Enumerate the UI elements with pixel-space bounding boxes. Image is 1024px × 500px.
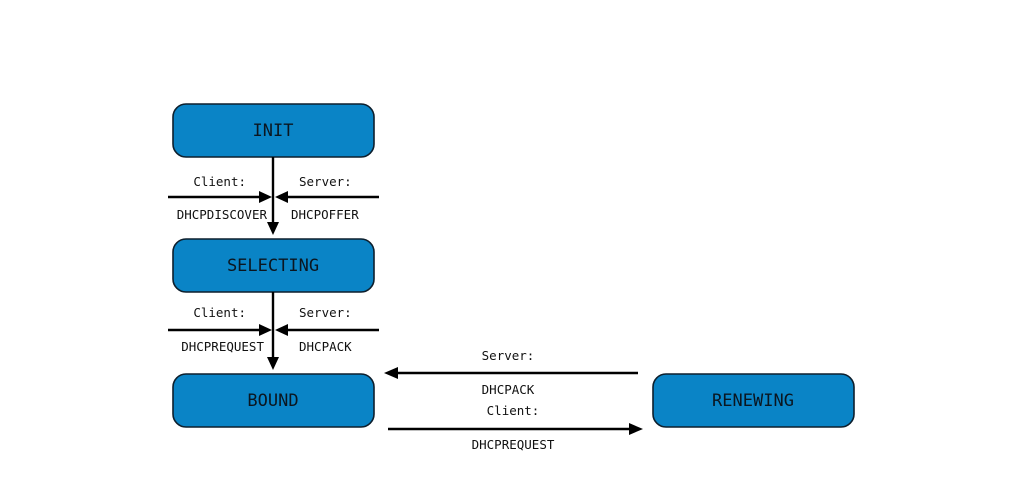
- state-renewing: RENEWING: [652, 373, 855, 428]
- arrowhead-bound-to-renewing: [629, 423, 643, 435]
- state-init-label: INIT: [253, 121, 294, 141]
- server-message-label: DHCPACK: [299, 339, 352, 354]
- transition-bound-to-renewing: Client: DHCPREQUEST: [388, 403, 643, 452]
- transition-renewing-to-bound: Server: DHCPACK: [384, 348, 638, 397]
- arrowhead-init-to-selecting: [267, 222, 279, 235]
- state-selecting-label: SELECTING: [227, 256, 319, 276]
- arrowhead-server-ack: [275, 324, 288, 336]
- arrowhead-client-request: [259, 324, 272, 336]
- server-message-label: DHCPACK: [482, 382, 535, 397]
- arrowhead-selecting-to-bound: [267, 357, 279, 370]
- client-role-label: Client:: [193, 174, 246, 189]
- state-selecting: SELECTING: [172, 238, 375, 293]
- client-message-label: DHCPREQUEST: [181, 339, 264, 354]
- arrowhead-server-offer: [275, 191, 288, 203]
- server-role-label: Server:: [482, 348, 535, 363]
- client-role-label: Client:: [487, 403, 540, 418]
- arrowhead-renewing-to-bound: [384, 367, 398, 379]
- transition-selecting-to-bound: Client: DHCPREQUEST Server: DHCPACK: [168, 292, 379, 370]
- client-role-label: Client:: [193, 305, 246, 320]
- state-renewing-label: RENEWING: [712, 391, 794, 411]
- state-renewing-box: [652, 373, 855, 428]
- state-bound-box: [172, 373, 375, 428]
- state-bound: BOUND: [172, 373, 375, 428]
- client-message-label: DHCPREQUEST: [472, 437, 555, 452]
- arrowhead-client-discover: [259, 191, 272, 203]
- state-init: INIT: [172, 103, 375, 158]
- state-bound-label: BOUND: [247, 391, 298, 411]
- server-role-label: Server:: [299, 174, 352, 189]
- transition-init-to-selecting: Client: DHCPDISCOVER Server: DHCPOFFER: [168, 157, 379, 235]
- client-message-label: DHCPDISCOVER: [177, 207, 268, 222]
- server-message-label: DHCPOFFER: [291, 207, 359, 222]
- server-role-label: Server:: [299, 305, 352, 320]
